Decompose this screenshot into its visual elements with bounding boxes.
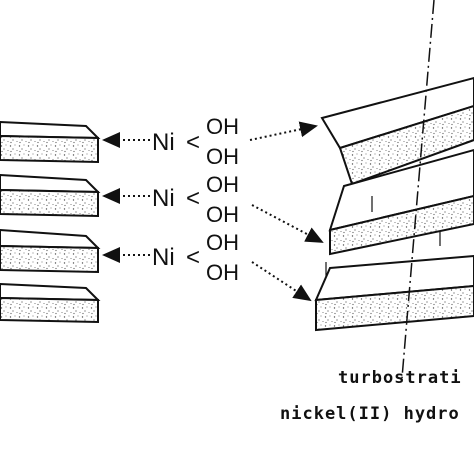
molecule-2-bond: < (186, 185, 200, 212)
left-layer-1 (0, 120, 101, 164)
molecule-2-oh-bottom: OH (206, 202, 239, 227)
molecule-3: Ni < OH OH (152, 230, 239, 285)
molecule-1-oh-top: OH (206, 114, 239, 139)
molecule-3-metal: Ni (152, 244, 175, 271)
molecule-2: Ni < OH OH (152, 172, 239, 227)
caption-line-2: nickel(II) hydro (280, 404, 460, 424)
right-layer-3 (314, 254, 474, 332)
molecule-3-oh-bottom: OH (206, 260, 239, 285)
arrow-right-2 (251, 204, 324, 243)
molecule-1-oh-bottom: OH (206, 144, 239, 169)
left-layer-2 (0, 173, 101, 218)
right-layer-1 (320, 76, 474, 186)
molecule-3-oh-top: OH (206, 230, 239, 255)
arrow-right-1 (249, 121, 318, 141)
arrow-right-3 (251, 261, 312, 302)
right-layer-2 (328, 148, 474, 256)
left-layer-4 (0, 282, 101, 324)
stacking-axis (401, 0, 435, 379)
molecule-2-oh-top: OH (206, 172, 239, 197)
molecule-1: Ni < OH OH (152, 114, 239, 169)
molecule-2-metal: Ni (152, 185, 175, 212)
molecule-1-metal: Ni (152, 129, 175, 156)
left-layer-3 (0, 228, 101, 274)
molecule-3-bond: < (186, 244, 200, 271)
molecule-1-bond: < (186, 129, 200, 156)
caption-line-1: turbostrati (338, 368, 462, 388)
